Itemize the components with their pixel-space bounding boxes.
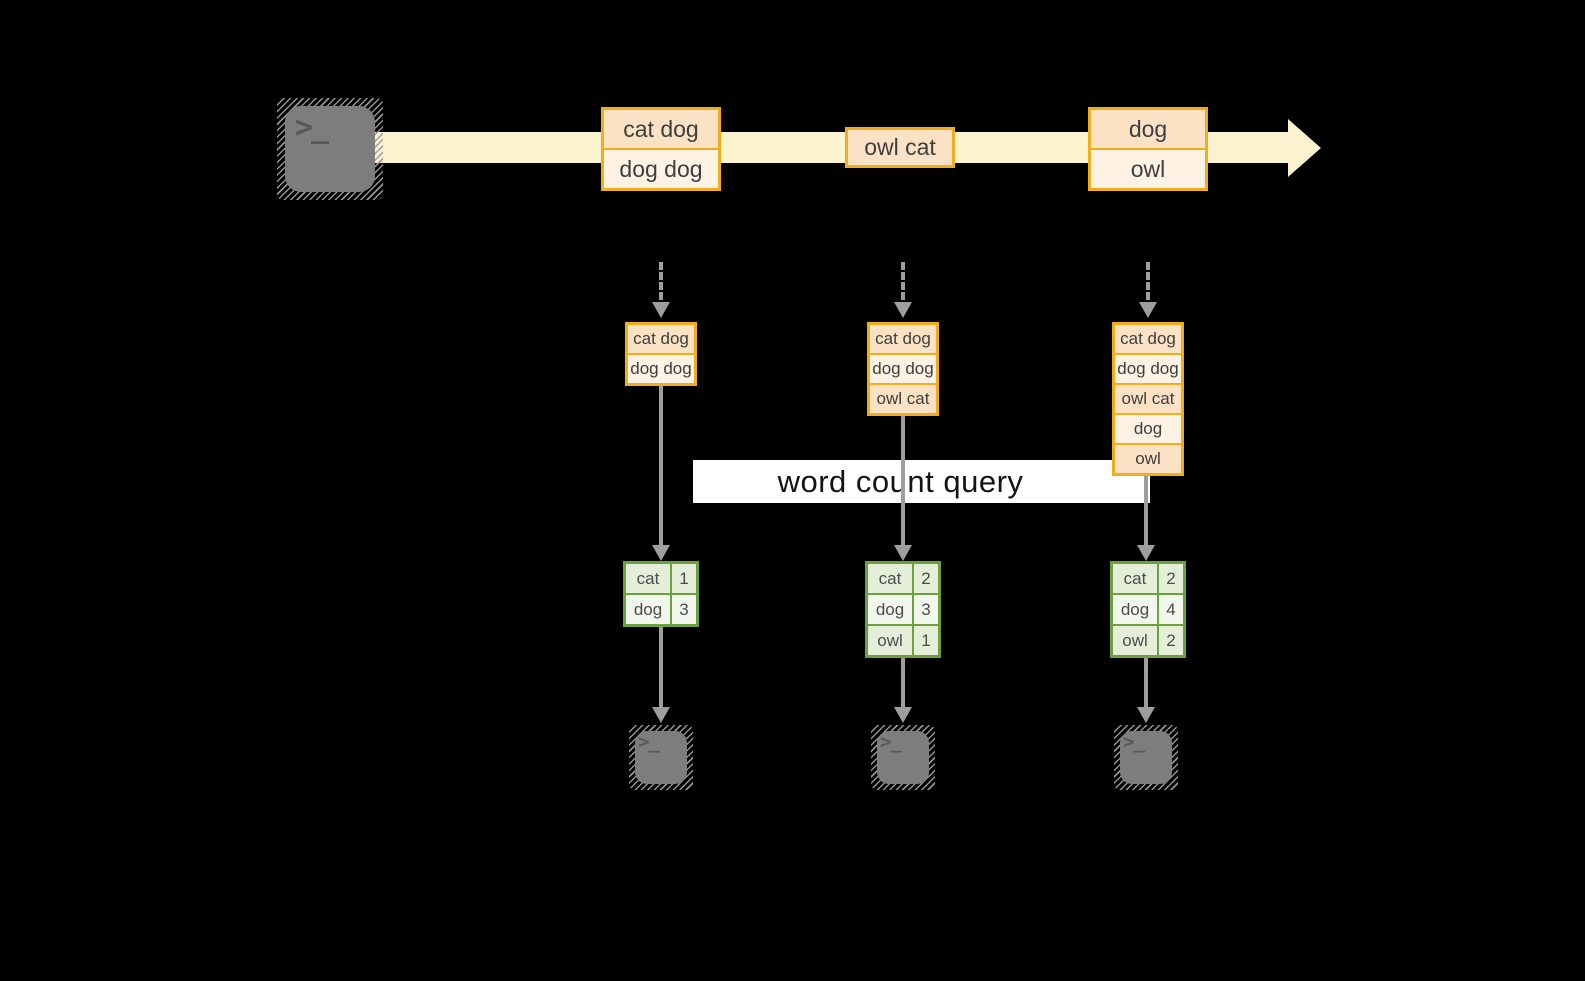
count-value: 3 (672, 595, 696, 624)
state-cell: cat dog (1115, 325, 1181, 353)
dashed-arrow-line-3 (1146, 262, 1150, 300)
count-row: cat 2 (1113, 564, 1183, 593)
state-stack-3: cat dog dog dog owl cat dog owl (1112, 322, 1184, 476)
count-row: dog 3 (626, 595, 696, 624)
count-value: 2 (1159, 564, 1183, 593)
stream-record-2: owl cat (845, 127, 955, 168)
output-arrow-line-3 (1144, 658, 1148, 707)
output-arrowhead-2 (894, 707, 912, 723)
terminal-prompt-glyph: >_ (1123, 731, 1145, 753)
state-cell: cat dog (870, 325, 936, 353)
count-table-3: cat 2 dog 4 owl 2 (1110, 561, 1186, 658)
state-cell: dog dog (628, 355, 694, 383)
stream-record-cell: owl cat (848, 130, 952, 165)
count-word: cat (626, 564, 670, 593)
count-word: dog (626, 595, 670, 624)
state-cell: owl cat (1115, 385, 1181, 413)
count-value: 2 (914, 564, 938, 593)
output-arrow-line-2 (901, 658, 905, 707)
stream-record-cell: dog dog (604, 150, 718, 188)
terminal-prompt-glyph: >_ (638, 731, 660, 753)
count-value: 1 (672, 564, 696, 593)
state-cell: dog dog (870, 355, 936, 383)
dashed-arrow-line-1 (659, 262, 663, 300)
terminal-prompt-glyph: >_ (295, 110, 329, 145)
state-stack-1: cat dog dog dog (625, 322, 697, 386)
count-word: cat (1113, 564, 1157, 593)
state-cell: dog (1115, 415, 1181, 443)
output-arrowhead-1 (652, 707, 670, 723)
count-row: dog 4 (1113, 595, 1183, 624)
query-arrowhead-1 (652, 545, 670, 561)
terminal-output-body (877, 731, 929, 784)
count-value: 3 (914, 595, 938, 624)
count-row: cat 2 (868, 564, 938, 593)
terminal-output-icon-1: >_ (629, 725, 693, 790)
query-arrow-line-2 (901, 416, 905, 545)
terminal-source-body (285, 106, 375, 192)
stream-record-cell: cat dog (604, 110, 718, 148)
stream-record-cell: owl (1091, 150, 1205, 188)
terminal-output-body (635, 731, 687, 784)
state-stack-2: cat dog dog dog owl cat (867, 322, 939, 416)
output-arrow-line-1 (659, 627, 663, 707)
stream-arrowhead (1288, 119, 1321, 177)
count-word: cat (868, 564, 912, 593)
query-banner-label: word count query (777, 463, 1024, 499)
stream-record-3: dog owl (1088, 107, 1208, 191)
terminal-output-icon-3: >_ (1114, 725, 1178, 790)
count-word: owl (1113, 626, 1157, 655)
count-value: 1 (914, 626, 938, 655)
count-word: dog (1113, 595, 1157, 624)
count-row: owl 1 (868, 626, 938, 655)
terminal-output-body (1120, 731, 1172, 784)
state-cell: cat dog (628, 325, 694, 353)
count-word: owl (868, 626, 912, 655)
count-row: dog 3 (868, 595, 938, 624)
stream-record-1: cat dog dog dog (601, 107, 721, 191)
terminal-prompt-glyph: >_ (880, 731, 902, 753)
query-arrowhead-2 (894, 545, 912, 561)
count-row: owl 2 (1113, 626, 1183, 655)
count-row: cat 1 (626, 564, 696, 593)
terminal-output-icon-2: >_ (871, 725, 935, 790)
count-table-2: cat 2 dog 3 owl 1 (865, 561, 941, 658)
dashed-arrowhead-3 (1139, 302, 1157, 318)
count-word: dog (868, 595, 912, 624)
query-arrow-line-1 (659, 386, 663, 545)
state-cell: owl cat (870, 385, 936, 413)
count-value: 4 (1159, 595, 1183, 624)
dashed-arrowhead-1 (652, 302, 670, 318)
dashed-arrow-line-2 (901, 262, 905, 300)
state-cell: owl (1115, 445, 1181, 473)
count-value: 2 (1159, 626, 1183, 655)
state-cell: dog dog (1115, 355, 1181, 383)
terminal-source-icon: >_ (277, 98, 383, 200)
count-table-1: cat 1 dog 3 (623, 561, 699, 627)
query-banner: word count query (693, 460, 1150, 503)
output-arrowhead-3 (1137, 707, 1155, 723)
query-arrow-line-3 (1144, 476, 1148, 545)
stream-record-cell: dog (1091, 110, 1205, 148)
dashed-arrowhead-2 (894, 302, 912, 318)
query-arrowhead-3 (1137, 545, 1155, 561)
